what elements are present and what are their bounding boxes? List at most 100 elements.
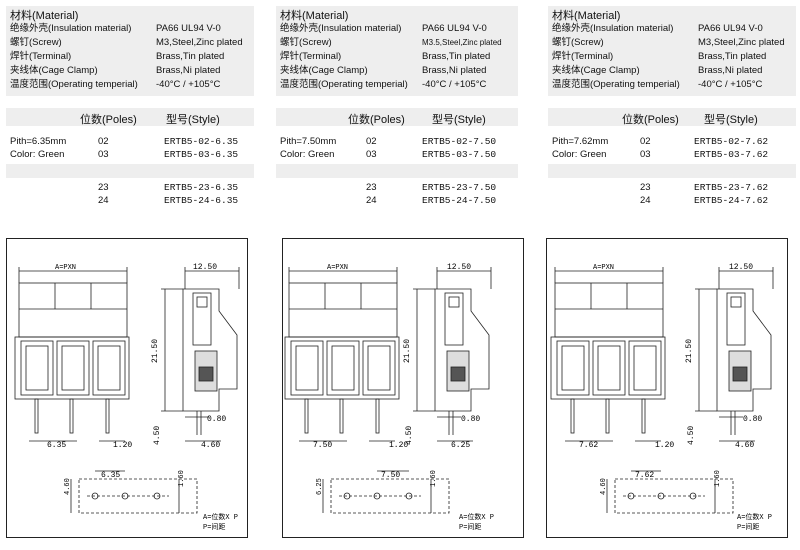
spec-value: PA66 UL94 V-0 (422, 23, 487, 34)
spec-label: 夹线体(Cage Clamp) (10, 65, 98, 76)
table-cell-poles: 03 (366, 149, 377, 160)
table-cell-style: ERTB5-02-7.50 (422, 136, 497, 147)
hole-diameter-dimension: 1.60 (714, 470, 722, 487)
table-cell-style: ERTB5-24-6.35 (164, 195, 239, 206)
spec-label: 夹线体(Cage Clamp) (280, 65, 368, 76)
table-cell-poles: 02 (640, 136, 651, 147)
table-cell-style: ERTB5-03-7.50 (422, 149, 497, 160)
table-cell-poles: 02 (366, 136, 377, 147)
hole-pitch-dimension: 7.62 (635, 471, 654, 480)
pitch-dimension: 6.35 (47, 441, 66, 450)
poles-header: 位数(Poles) (80, 114, 137, 126)
tail-dimension: 0.80 (461, 415, 480, 424)
color-label: Color: Green (280, 149, 335, 160)
spec-value: Brass,Tin plated (422, 51, 491, 62)
width-dimension: A=PXN (55, 264, 76, 272)
table-cell-style: ERTB5-23-7.62 (694, 182, 769, 193)
poles-header-row: 位数(Poles) 型号(Style) (276, 108, 518, 126)
drawing-svg: A=PXN 12.50 21.50 7.50 1.20 4.50 6.25 0.… (284, 263, 494, 532)
material-title: 材料(Material) (552, 10, 621, 22)
spec-label: 螺钉(Screw) (10, 37, 62, 48)
table-cell-poles: 03 (640, 149, 651, 160)
spec-label: 绝缘外壳(Insulation material) (280, 23, 402, 34)
spec-label: 温度范围(Operating temperial) (10, 79, 138, 90)
spec-table-3: 材料(Material) 绝缘外壳(Insulation material)PA… (548, 6, 796, 96)
material-title: 材料(Material) (10, 10, 79, 22)
height-dimension: 21.50 (403, 339, 412, 363)
table-cell-style: ERTB5-03-6.35 (164, 149, 239, 160)
spec-label: 温度范围(Operating temperial) (552, 79, 680, 90)
legend-p: P=间距 (203, 523, 225, 532)
table-cell-poles: 23 (640, 182, 651, 193)
spec-label: 螺钉(Screw) (280, 37, 332, 48)
hole-diameter-dimension: 1.60 (178, 470, 186, 487)
spec-value: Brass,Ni plated (156, 65, 221, 76)
height-dimension: 21.50 (151, 339, 160, 363)
legend-a: A=位数X P (203, 512, 238, 522)
pitch-label: Pith=7.50mm (280, 136, 337, 147)
drawing-svg: A=PXN 12.50 21.50 6.35 1.20 4.50 4.60 0.… (14, 263, 240, 532)
spec-label: 温度范围(Operating temperial) (280, 79, 408, 90)
hole-diameter-dimension: 1.60 (430, 470, 438, 487)
hole-pitch-dimension: 7.50 (381, 471, 400, 480)
tail-dimension: 0.80 (743, 415, 762, 424)
legend-p: P=间距 (737, 523, 759, 532)
offset-dimension: 4.60 (201, 441, 220, 450)
poles-header-row: 位数(Poles) 型号(Style) (548, 108, 796, 126)
hole-vertical-dimension: 6.25 (316, 478, 324, 495)
spec-value: -40°C / +105°C (698, 79, 763, 90)
material-title: 材料(Material) (280, 10, 349, 22)
pin-length-dimension: 4.50 (687, 426, 696, 445)
table-cell-style: ERTB5-23-6.35 (164, 182, 239, 193)
hole-pitch-dimension: 6.35 (101, 471, 120, 480)
offset-dimension: 6.25 (451, 441, 470, 450)
spec-table-1: 材料(Material) 绝缘外壳(Insulation material) PA… (6, 6, 254, 96)
table-cell-poles: 23 (366, 182, 377, 193)
table-cell-poles: 24 (640, 195, 651, 206)
spec-table-2: 材料(Material) 绝缘外壳(Insulation material) PA… (276, 6, 518, 96)
spec-value: Brass,Tin plated (156, 51, 225, 62)
spec-label: 焊针(Terminal) (552, 51, 614, 62)
spec-label: 绝缘外壳(Insulation material) (10, 23, 132, 34)
spec-value: PA66 UL94 V-0 (156, 23, 221, 34)
pin-length-dimension: 4.50 (405, 426, 414, 445)
spec-value: -40°C / +105°C (156, 79, 221, 90)
poles-header: 位数(Poles) (622, 114, 679, 126)
models-table-1: Pith=6.35mm Color: Green 02 ERTB5-02-6.3… (6, 134, 254, 214)
spec-value: Brass,Ni plated (422, 65, 487, 76)
divider (6, 164, 254, 178)
style-header: 型号(Style) (432, 114, 486, 126)
models-table-2: Pith=7.50mm Color: Green 02 ERTB5-02-7.5… (276, 134, 518, 214)
divider (276, 164, 518, 178)
spec-value: M3,Steel,Zinc plated (156, 37, 243, 48)
legend-p: P=间距 (459, 523, 481, 532)
spec-value: M3,Steel,Zinc plated (698, 37, 785, 48)
poles-header: 位数(Poles) (348, 114, 405, 126)
legend-a: A=位数X P (459, 512, 494, 522)
table-cell-style: ERTB5-23-7.50 (422, 182, 497, 193)
table-cell-poles: 03 (98, 149, 109, 160)
width-dimension: A=PXN (593, 264, 614, 272)
tail-dimension: 0.80 (207, 415, 226, 424)
pin-gap-dimension: 1.20 (655, 441, 674, 450)
color-label: Color: Green (10, 149, 65, 160)
color-label: Color: Green (552, 149, 607, 160)
pitch-dimension: 7.62 (579, 441, 598, 450)
table-cell-style: ERTB5-02-6.35 (164, 136, 239, 147)
technical-drawing-2: A=PXN 12.50 21.50 7.50 1.20 4.50 6.25 0.… (282, 238, 524, 538)
poles-header-row: 位数(Poles) 型号(Style) (6, 108, 254, 126)
technical-drawing-3: A=PXN 12.50 21.50 7.62 1.20 4.50 4.60 0.… (546, 238, 788, 538)
table-cell-poles: 24 (98, 195, 109, 206)
pin-length-dimension: 4.50 (153, 426, 162, 445)
technical-drawing-1: A=PXN 12.50 21.50 6.35 1.20 4.50 4.60 0.… (6, 238, 248, 538)
table-cell-style: ERTB5-03-7.62 (694, 149, 769, 160)
spec-value: -40°C / +105°C (422, 79, 487, 90)
spec-label: 绝缘外壳(Insulation material) (552, 23, 674, 34)
pitch-label: Pith=7.62mm (552, 136, 609, 147)
depth-dimension: 12.50 (729, 263, 753, 272)
spec-label: 螺钉(Screw) (552, 37, 604, 48)
table-cell-style: ERTB5-24-7.50 (422, 195, 497, 206)
depth-dimension: 12.50 (193, 263, 217, 272)
models-table-3: Pith=7.62mm Color: Green 02 ERTB5-02-7.6… (548, 134, 796, 214)
table-cell-style: ERTB5-02-7.62 (694, 136, 769, 147)
